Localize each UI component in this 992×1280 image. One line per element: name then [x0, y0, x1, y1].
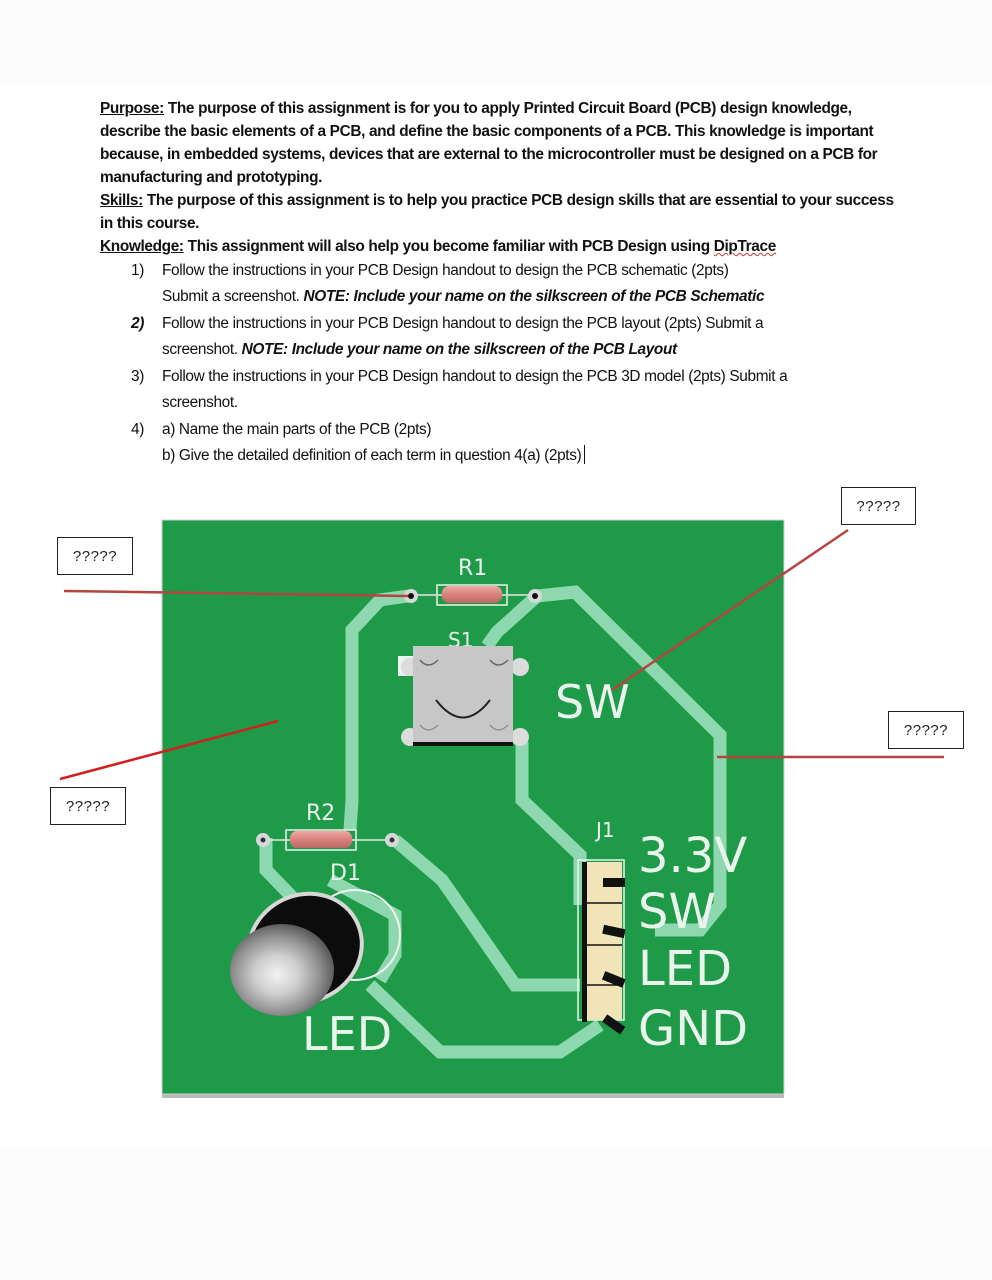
callout-box-top-right: ????? [841, 487, 916, 525]
j1-pin [602, 1014, 626, 1035]
trace-r1-right-switch [481, 591, 542, 650]
j1-pin-label-3v3: 3.3V [638, 828, 747, 884]
r2-body [290, 831, 352, 848]
r2-hole-right [389, 837, 395, 843]
trace-gnd [365, 980, 604, 1059]
purpose-paragraph: Purpose: The purpose of this assignment … [100, 97, 900, 189]
leader-line-left-lower [59, 719, 279, 781]
callout-label: ????? [856, 497, 901, 515]
pushbutton-s1: S1 [398, 628, 529, 746]
task-line: Follow the instructions in your PCB Desi… [162, 368, 788, 385]
j1-pin-label-gnd: GND [638, 1001, 748, 1057]
trace-3v3-loop [536, 585, 727, 937]
j1-pin [603, 878, 625, 887]
task-item: 1) Follow the instructions in your PCB D… [100, 258, 900, 310]
callout-box-left-upper: ????? [57, 537, 133, 575]
callout-box-left-lower: ????? [50, 787, 126, 825]
sw-silk-label: SW [555, 675, 630, 729]
task-line: Follow the instructions in your PCB Desi… [162, 315, 764, 332]
s1-pad [511, 728, 529, 746]
r1-hole-left [408, 593, 414, 599]
task-item: 4) a) Name the main parts of the PCB (2p… [100, 417, 900, 469]
j1-pins [601, 878, 626, 1035]
knowledge-label: Knowledge: [100, 238, 184, 255]
task-line: a) Name the main parts of the PCB (2pts) [162, 421, 432, 438]
task-item: 3) Follow the instructions in your PCB D… [100, 364, 900, 416]
task-line: Submit a screenshot. [162, 288, 304, 305]
board-shadow [162, 1092, 784, 1098]
leader-line-left-upper [63, 589, 409, 598]
callout-label: ????? [65, 797, 111, 815]
j1-body [586, 862, 622, 1020]
task-note: NOTE: Include your name on the silkscree… [303, 288, 765, 305]
text-cursor [584, 445, 586, 464]
s1-corner-arc [489, 724, 509, 731]
j1-pin [601, 971, 626, 988]
knowledge-paragraph: Knowledge: This assignment will also hel… [100, 235, 900, 258]
trace-left-to-led [259, 838, 300, 905]
s1-plunger-arc [435, 699, 491, 719]
trace-r2-to-j1 [390, 835, 580, 992]
task-number: 4) [131, 421, 144, 438]
resistor-r1: R1 [404, 556, 542, 606]
s1-corner-arc [419, 724, 439, 731]
trace-r1-left [343, 589, 409, 831]
r1-hole-right [532, 593, 538, 599]
task-number: 3) [131, 368, 144, 385]
s1-corner-arc [419, 659, 439, 666]
j1-edge [582, 862, 587, 1022]
led-lens [230, 924, 334, 1016]
task-number: 2) [131, 315, 144, 332]
knowledge-text: This assignment will also help you becom… [183, 238, 714, 255]
diptrace-word: DipTrace [713, 238, 777, 255]
j1-pin-label-sw: SW [638, 884, 716, 940]
task-line: screenshot. [162, 394, 238, 411]
j1-pin [602, 924, 626, 939]
led-d1: D1 LED [230, 861, 401, 1061]
s1-body [413, 646, 513, 742]
r2-hole-left [260, 837, 266, 843]
j1-label: J1 [594, 818, 615, 842]
header-j1: J1 3.3V SW LED GND [577, 818, 748, 1057]
skills-text: The purpose of this assignment is to hel… [100, 192, 894, 232]
d1-label: D1 [330, 861, 361, 886]
assignment-text: Purpose: The purpose of this assignment … [100, 97, 900, 470]
led-silk-label: LED [302, 1007, 392, 1061]
r2-label: R2 [306, 801, 335, 826]
task-line: b) Give the detailed definition of each … [162, 447, 582, 464]
s1-pad [511, 658, 529, 676]
callout-label: ????? [903, 721, 949, 739]
callout-leader-lines [59, 528, 944, 781]
purpose-label: Purpose: [100, 100, 164, 117]
trace-switch-to-sw [515, 742, 587, 905]
task-line: Follow the instructions in your PCB Desi… [162, 262, 729, 279]
purpose-text: The purpose of this assignment is for yo… [100, 100, 878, 186]
skills-paragraph: Skills: The purpose of this assignment i… [100, 189, 900, 235]
task-note: NOTE: Include your name on the silkscree… [241, 341, 678, 358]
callout-label: ????? [72, 547, 118, 565]
r1-label: R1 [458, 556, 487, 581]
resistor-r2: R2 [256, 801, 399, 851]
j1-pin-label-led: LED [638, 941, 732, 997]
callout-box-right-middle: ????? [888, 711, 964, 749]
j1-divider-lines [586, 902, 622, 986]
task-number: 1) [131, 262, 144, 279]
r1-body [442, 586, 502, 603]
task-list: 1) Follow the instructions in your PCB D… [100, 258, 900, 469]
s1-corner-arc [489, 659, 509, 666]
task-item: 2) Follow the instructions in your PCB D… [100, 311, 900, 363]
leader-line-top-right [611, 528, 849, 692]
skills-label: Skills: [100, 192, 143, 209]
task-line: screenshot. [162, 341, 242, 358]
